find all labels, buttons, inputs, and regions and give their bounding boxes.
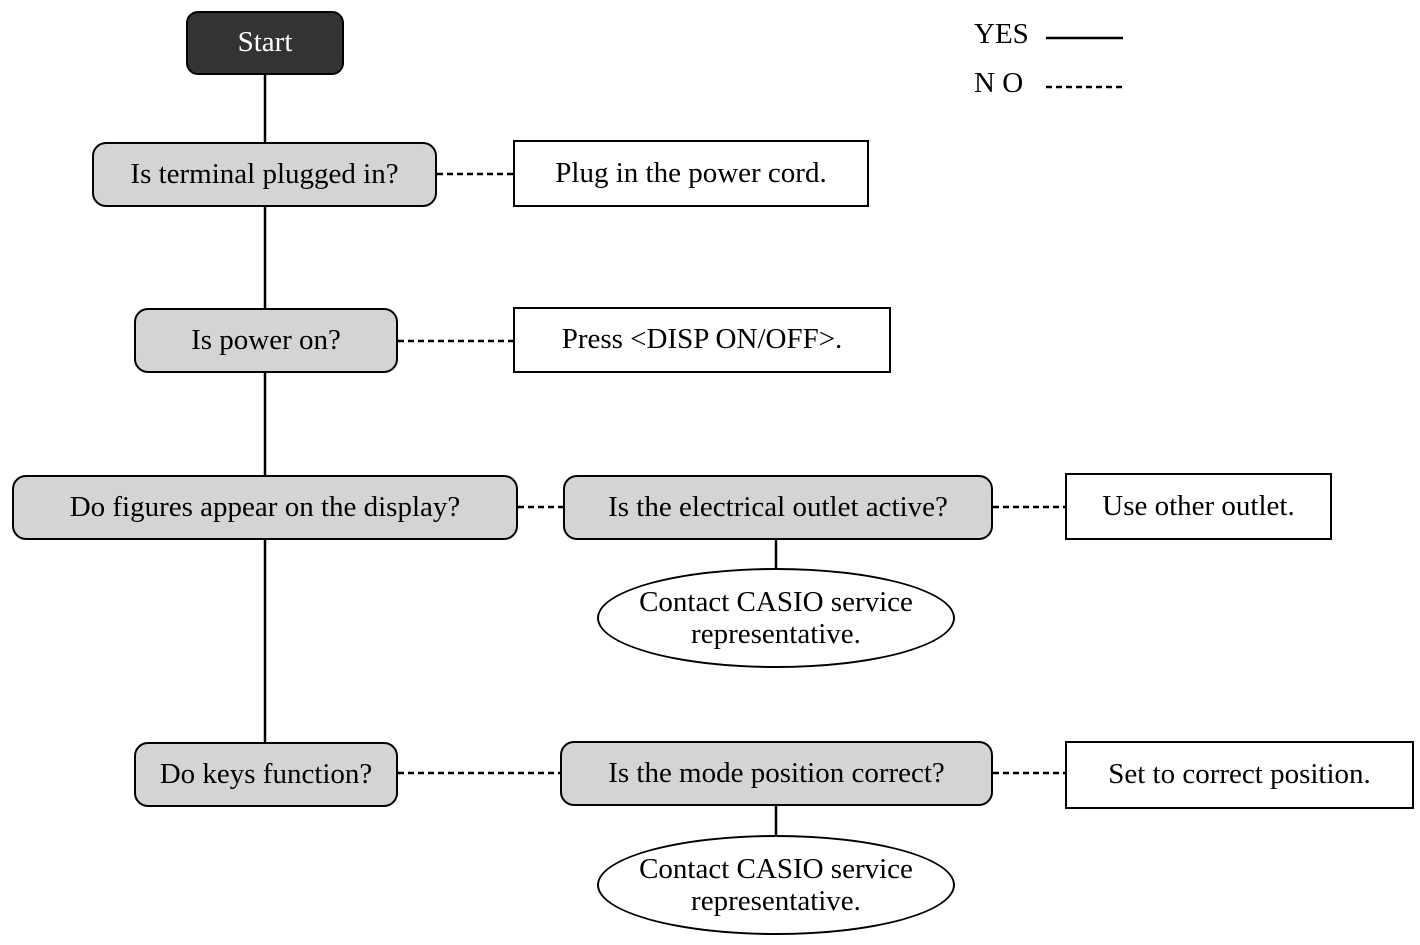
terminal-contact-casio-service-2: Contact CASIO service representative. xyxy=(597,835,955,935)
question-keys-function: Do keys function? xyxy=(134,742,398,807)
terminal-contact-casio-service-1: Contact CASIO service representative. xyxy=(597,568,955,668)
question-figures-on-display: Do figures appear on the display? xyxy=(12,475,518,540)
action-use-other-outlet: Use other outlet. xyxy=(1065,473,1332,540)
terminal-contact-2-line1: Contact CASIO service xyxy=(639,852,913,885)
legend-no-label: N O xyxy=(974,67,1024,99)
legend-yes-label: YES xyxy=(974,18,1029,50)
question-terminal-plugged-in: Is terminal plugged in? xyxy=(92,142,437,207)
action-press-disp-on-off: Press <DISP ON/OFF>. xyxy=(513,307,891,373)
question-power-on: Is power on? xyxy=(134,308,398,373)
question-mode-position-correct: Is the mode position correct? xyxy=(560,741,993,806)
terminal-contact-1-line2: representative. xyxy=(691,618,861,650)
start-node: Start xyxy=(186,11,344,75)
action-plug-in-power-cord: Plug in the power cord. xyxy=(513,140,869,207)
action-set-correct-position: Set to correct position. xyxy=(1065,741,1414,809)
terminal-contact-2-line2: representative. xyxy=(691,885,861,917)
question-electrical-outlet-active: Is the electrical outlet active? xyxy=(563,475,993,540)
terminal-contact-1-line1: Contact CASIO service xyxy=(639,585,913,618)
